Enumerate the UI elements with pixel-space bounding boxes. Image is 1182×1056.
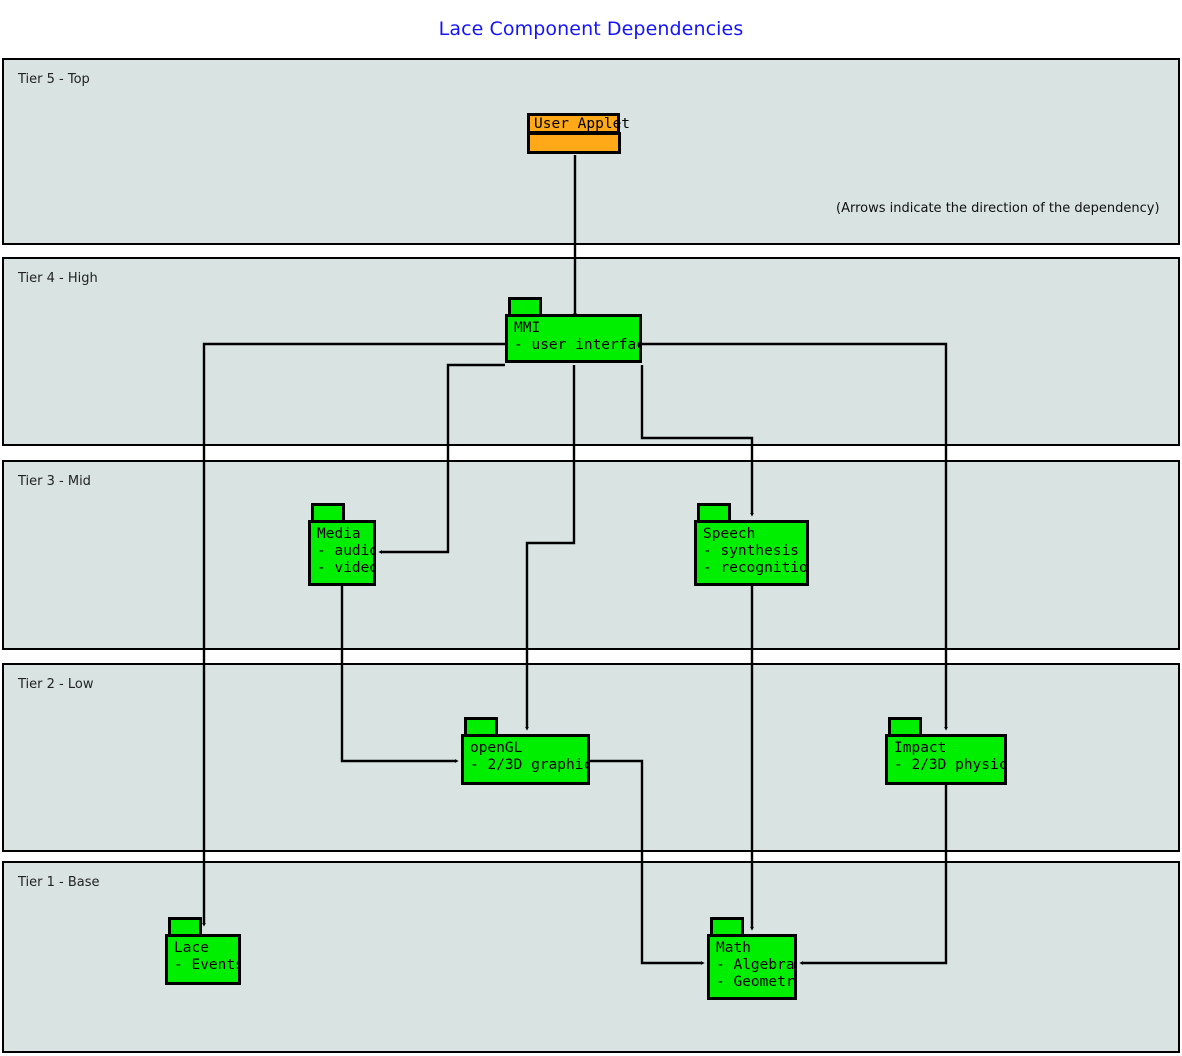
node-label-mmi: MMI (514, 320, 541, 336)
tier-label: Tier 3 - Mid (18, 474, 91, 489)
node-detail-media-1: - audio (317, 543, 376, 559)
package-body-opengl: openGL- 2/3D graphics (461, 734, 590, 785)
package-body-lace: Lace- Events (165, 934, 241, 985)
tier-label: Tier 1 - Base (18, 875, 100, 890)
component-node-lace[interactable]: Lace- Events (165, 917, 241, 985)
package-body-speech: Speech- synthesis- recognition (694, 520, 809, 586)
component-node-media[interactable]: Media- audio- video (308, 503, 376, 586)
package-body-impact: Impact- 2/3D physics (885, 734, 1007, 785)
node-detail-mmi-1: - user interface (514, 337, 642, 353)
node-detail-impact-1: - 2/3D physics (894, 757, 1007, 773)
node-detail-lace-1: - Events (174, 957, 241, 973)
tier-container-3: Tier 3 - Mid (2, 460, 1180, 650)
package-body-media: Media- audio- video (308, 520, 376, 586)
tier-label: Tier 4 - High (18, 271, 98, 286)
component-node-user-applet[interactable]: User Applet (527, 113, 630, 154)
package-body-mmi: MMI- user interface (505, 314, 642, 363)
node-label-user-applet: User Applet (534, 115, 631, 132)
node-detail-opengl-1: - 2/3D graphics (470, 757, 590, 773)
node-label-lace: Lace (174, 940, 209, 956)
component-node-mmi[interactable]: MMI- user interface (505, 297, 642, 363)
node-label-impact: Impact (894, 740, 947, 756)
node-label-math: Math (716, 940, 751, 956)
node-label-opengl: openGL (470, 740, 523, 756)
node-label-media: Media (317, 526, 361, 542)
package-body-user-applet (527, 132, 621, 154)
node-label-speech: Speech (703, 526, 756, 542)
page-title: Lace Component Dependencies (438, 18, 744, 40)
tier-label: Tier 5 - Top (18, 72, 90, 87)
node-detail-math-2: - Geometry (716, 974, 797, 990)
component-node-speech[interactable]: Speech- synthesis- recognition (694, 503, 809, 586)
tier-label: Tier 2 - Low (18, 677, 94, 692)
component-node-opengl[interactable]: openGL- 2/3D graphics (461, 717, 590, 785)
tier-container-4: Tier 4 - High (2, 257, 1180, 446)
node-detail-math-1: - Algebra (716, 957, 795, 973)
node-detail-speech-1: - synthesis (703, 543, 800, 559)
package-body-math: Math- Algebra- Geometry (707, 934, 797, 1000)
node-detail-speech-2: - recognition (703, 560, 809, 576)
package-tab-user-applet: User Applet (527, 113, 630, 134)
component-node-impact[interactable]: Impact- 2/3D physics (885, 717, 1007, 785)
node-detail-media-2: - video (317, 560, 376, 576)
component-node-math[interactable]: Math- Algebra- Geometry (707, 917, 797, 1000)
arrow-direction-note: (Arrows indicate the direction of the de… (836, 201, 1160, 216)
